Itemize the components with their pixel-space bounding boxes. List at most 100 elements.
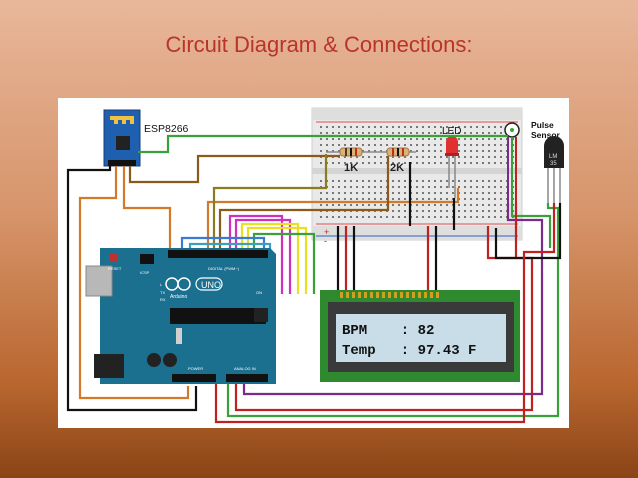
breadboard-hole (320, 216, 322, 218)
breadboard-hole (362, 144, 364, 146)
breadboard-hole (500, 180, 502, 182)
breadboard-hole (356, 126, 358, 128)
breadboard-hole (482, 210, 484, 212)
breadboard-hole (440, 204, 442, 206)
breadboard-hole (422, 204, 424, 206)
breadboard-hole (476, 180, 478, 182)
breadboard-hole (350, 198, 352, 200)
breadboard-hole (488, 144, 490, 146)
breadboard-hole (488, 210, 490, 212)
breadboard-hole (398, 192, 400, 194)
breadboard-hole (470, 192, 472, 194)
breadboard-hole (338, 144, 340, 146)
breadboard-hole (338, 138, 340, 140)
breadboard-hole (398, 198, 400, 200)
breadboard-hole (326, 198, 328, 200)
breadboard-hole (470, 204, 472, 206)
lcd-pin (412, 292, 415, 298)
breadboard-hole (428, 132, 430, 134)
breadboard-hole (332, 198, 334, 200)
breadboard-hole (476, 132, 478, 134)
breadboard-hole (332, 132, 334, 134)
breadboard-hole (476, 156, 478, 158)
digital-text: DIGITAL (PWM~) (208, 266, 240, 271)
breadboard-hole (392, 180, 394, 182)
breadboard-hole (458, 150, 460, 152)
breadboard-hole (380, 156, 382, 158)
breadboard-hole (416, 150, 418, 152)
breadboard-hole (482, 162, 484, 164)
breadboard-hole (458, 162, 460, 164)
breadboard-hole (464, 186, 466, 188)
breadboard-hole (362, 204, 364, 206)
breadboard-hole (464, 180, 466, 182)
breadboard-hole (356, 186, 358, 188)
breadboard-hole (374, 162, 376, 164)
breadboard-hole (494, 162, 496, 164)
breadboard-hole (362, 132, 364, 134)
breadboard-hole (398, 180, 400, 182)
breadboard-hole (368, 216, 370, 218)
breadboard-hole (422, 210, 424, 212)
breadboard-hole (434, 144, 436, 146)
breadboard-hole (470, 198, 472, 200)
breadboard-hole (440, 162, 442, 164)
breadboard-hole (404, 162, 406, 164)
breadboard-hole (488, 216, 490, 218)
breadboard-hole (326, 144, 328, 146)
breadboard-hole (440, 180, 442, 182)
breadboard-hole (440, 126, 442, 128)
breadboard-hole (488, 150, 490, 152)
breadboard-hole (458, 204, 460, 206)
breadboard-hole (356, 180, 358, 182)
breadboard-hole (476, 162, 478, 164)
breadboard-hole (374, 138, 376, 140)
breadboard-hole (470, 180, 472, 182)
breadboard-hole (332, 216, 334, 218)
breadboard-hole (458, 186, 460, 188)
breadboard-hole (458, 156, 460, 158)
breadboard-hole (470, 210, 472, 212)
arduino-uno-text: UNO (201, 280, 221, 290)
breadboard-hole (434, 180, 436, 182)
breadboard-hole (434, 216, 436, 218)
breadboard-hole (362, 138, 364, 140)
breadboard-hole (350, 144, 352, 146)
breadboard-hole (440, 186, 442, 188)
breadboard-hole (410, 150, 412, 152)
led-label: LED (442, 126, 461, 137)
breadboard-hole (350, 186, 352, 188)
lcd-pin (358, 292, 361, 298)
breadboard-hole (404, 144, 406, 146)
breadboard-hole (380, 150, 382, 152)
breadboard-hole (500, 138, 502, 140)
lcd-pin (376, 292, 379, 298)
resistor-2k: 2K (376, 147, 416, 174)
breadboard-hole (446, 192, 448, 194)
breadboard-hole (422, 150, 424, 152)
breadboard-hole (446, 180, 448, 182)
breadboard-hole (344, 138, 346, 140)
breadboard-hole (368, 192, 370, 194)
breadboard-hole (374, 126, 376, 128)
reset-button[interactable] (110, 254, 118, 262)
breadboard-hole (392, 156, 394, 158)
breadboard-hole (398, 216, 400, 218)
breadboard-hole (344, 198, 346, 200)
breadboard-hole (356, 144, 358, 146)
breadboard-hole (482, 192, 484, 194)
wires (66, 134, 562, 424)
breadboard-hole (344, 192, 346, 194)
circuit-diagram-panel: + - 1K 2K LED Pulse Sensor (58, 98, 569, 428)
breadboard-hole (434, 162, 436, 164)
breadboard-hole (428, 126, 430, 128)
breadboard-hole (428, 162, 430, 164)
breadboard-hole (332, 180, 334, 182)
breadboard-hole (404, 132, 406, 134)
breadboard-hole (356, 156, 358, 158)
breadboard-hole (500, 126, 502, 128)
breadboard-hole (326, 150, 328, 152)
breadboard-hole (464, 204, 466, 206)
breadboard-hole (410, 156, 412, 158)
breadboard-hole (440, 156, 442, 158)
